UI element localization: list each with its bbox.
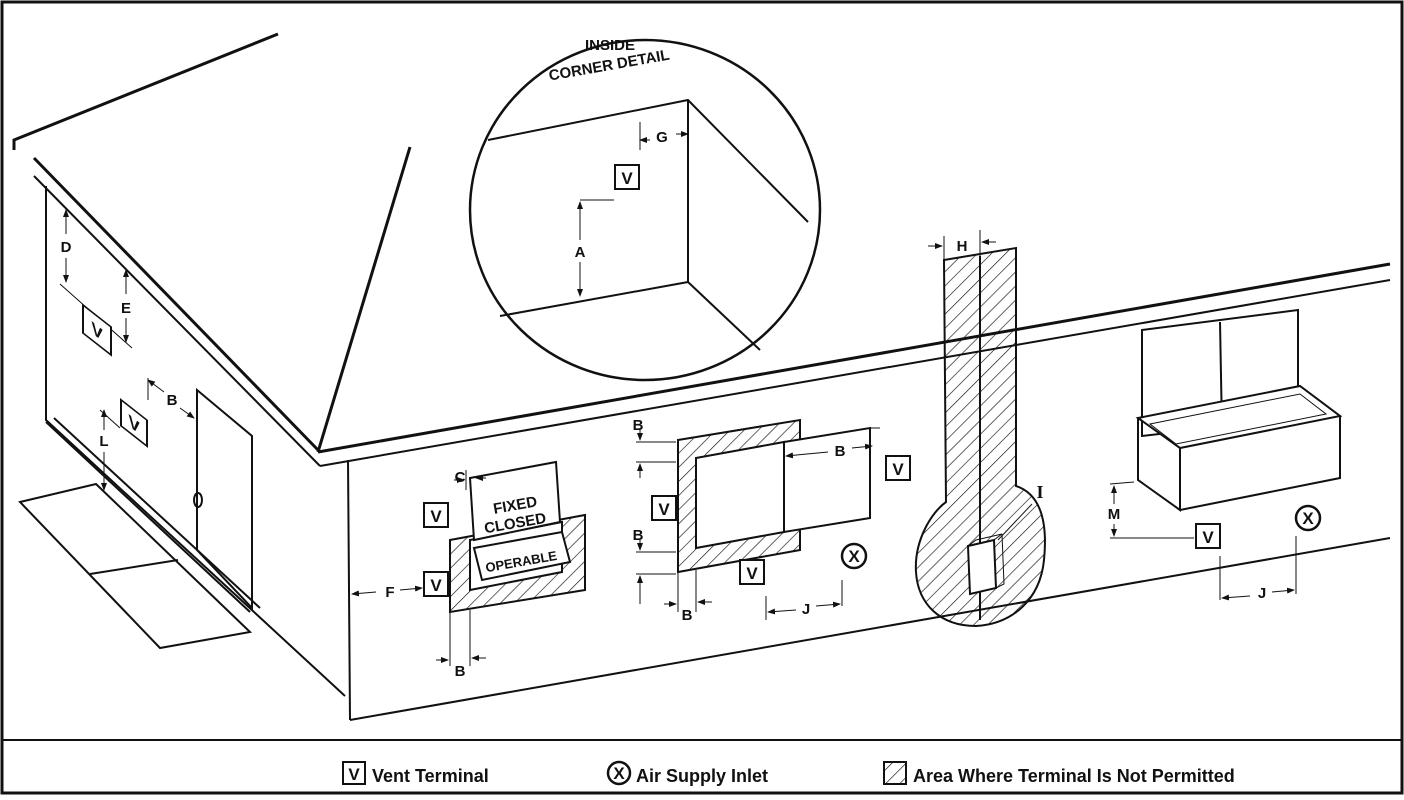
left-wall-dimensions: D E V B V L: [59, 209, 195, 491]
chimney-meter: I H: [914, 230, 1046, 628]
label-g: G: [656, 129, 668, 146]
vent-terminal-window-side: [423, 571, 449, 597]
svg-text:X: X: [848, 547, 860, 566]
vent-terminal-window2-right: [885, 455, 911, 481]
label-e: E: [121, 300, 131, 317]
svg-text:X: X: [1302, 509, 1314, 528]
vent-terminal-window2-left: [651, 495, 677, 521]
window-fixed-operable: FIXED CLOSED OPERABLE C V V F B: [351, 460, 586, 680]
left-house-wall: [12, 32, 346, 697]
svg-text:V: V: [746, 564, 758, 583]
vent-terminal-box: [1195, 523, 1221, 549]
inside-corner-detail: INSIDE CORNER DETAIL G V A: [468, 37, 822, 382]
vent-terminal-icon: [614, 164, 640, 190]
svg-text:V: V: [128, 411, 139, 439]
svg-text:V: V: [430, 576, 442, 595]
svg-text:V: V: [91, 318, 102, 346]
label-f: F: [385, 584, 394, 601]
label-h: H: [957, 238, 968, 255]
svg-text:V: V: [430, 507, 442, 526]
legend-area-icon: [883, 761, 907, 785]
label-l: L: [99, 433, 108, 450]
front-wall: [347, 459, 1391, 721]
label-b-middle: B: [633, 527, 644, 544]
legend-area-label: Area Where Terminal Is Not Permitted: [913, 766, 1235, 786]
label-b-top: B: [633, 417, 644, 434]
label-b-window2: B: [682, 607, 693, 624]
legend-air-label: Air Supply Inlet: [636, 766, 768, 786]
svg-text:X: X: [613, 764, 625, 783]
window-with-box: M V X J: [1108, 308, 1343, 602]
roof: [316, 146, 1391, 467]
vent-symbol: V: [621, 169, 633, 188]
legend-vent-icon: [342, 761, 366, 785]
legend-air-icon: [606, 760, 632, 786]
label-a: A: [575, 244, 586, 261]
vent-terminal-upper-left: V: [82, 303, 112, 357]
label-m: M: [1108, 506, 1121, 523]
label-b-window1: B: [455, 663, 466, 680]
svg-text:V: V: [658, 500, 670, 519]
label-c: C: [455, 469, 466, 486]
label-j-left: J: [802, 601, 810, 618]
svg-text:V: V: [1202, 528, 1214, 547]
label-j-right: J: [1258, 585, 1266, 602]
label-b-door: B: [167, 392, 178, 409]
vent-terminal-window2-below: [739, 559, 765, 585]
legend: V Vent Terminal X Air Supply Inlet Area …: [2, 739, 1402, 786]
svg-text:V: V: [892, 460, 904, 479]
svg-text:V: V: [348, 765, 360, 784]
vent-terminal-door: V: [120, 398, 148, 448]
air-inlet-icon: [840, 542, 868, 570]
legend-vent-label: Vent Terminal: [372, 766, 489, 786]
window-hatched-frame: B B B V V V B J X: [633, 417, 911, 624]
label-d: D: [61, 239, 72, 256]
air-inlet-icon-right: [1294, 504, 1322, 532]
detail-title-line1: INSIDE: [585, 37, 635, 54]
label-i: I: [1036, 482, 1043, 502]
vent-terminal-window-top: [423, 502, 449, 528]
label-b-right: B: [835, 443, 846, 460]
